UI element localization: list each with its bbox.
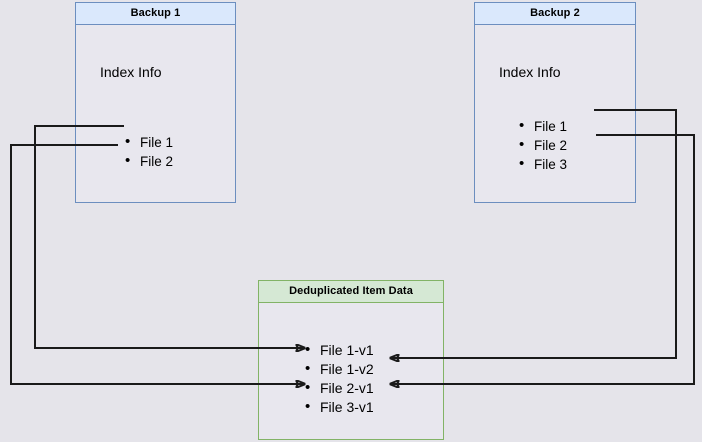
list-item[interactable]: File 3 (519, 154, 567, 174)
list-item[interactable]: File 1-v1 (305, 340, 374, 360)
node-backup2[interactable]: Backup 2 Index Info File 1 File 2 File 3 (474, 2, 636, 203)
dedup-file-list: File 1-v1 File 1-v2 File 2-v1 File 3-v1 (305, 340, 374, 417)
node-dedup-body: File 1-v1 File 1-v2 File 2-v1 File 3-v1 (259, 303, 443, 439)
list-item[interactable]: File 1-v2 (305, 359, 374, 379)
list-item[interactable]: File 1 (125, 132, 173, 152)
node-deduplicated-item-data[interactable]: Deduplicated Item Data File 1-v1 File 1-… (258, 280, 444, 440)
list-item[interactable]: File 2 (519, 135, 567, 155)
node-backup2-body: Index Info File 1 File 2 File 3 (475, 25, 635, 202)
backup2-file-list: File 1 File 2 File 3 (519, 116, 567, 174)
list-item[interactable]: File 2 (125, 151, 173, 171)
node-backup1-body: Index Info File 1 File 2 (76, 25, 235, 202)
node-backup1[interactable]: Backup 1 Index Info File 1 File 2 (75, 2, 236, 203)
list-item[interactable]: File 2-v1 (305, 378, 374, 398)
backup1-file-list: File 1 File 2 (125, 132, 173, 171)
node-backup1-header: Backup 1 (76, 3, 235, 25)
node-backup2-header: Backup 2 (475, 3, 635, 25)
backup2-index-info-label: Index Info (499, 64, 561, 80)
node-dedup-header: Deduplicated Item Data (259, 281, 443, 303)
backup1-index-info-label: Index Info (100, 64, 162, 80)
list-item[interactable]: File 1 (519, 116, 567, 136)
list-item[interactable]: File 3-v1 (305, 397, 374, 417)
